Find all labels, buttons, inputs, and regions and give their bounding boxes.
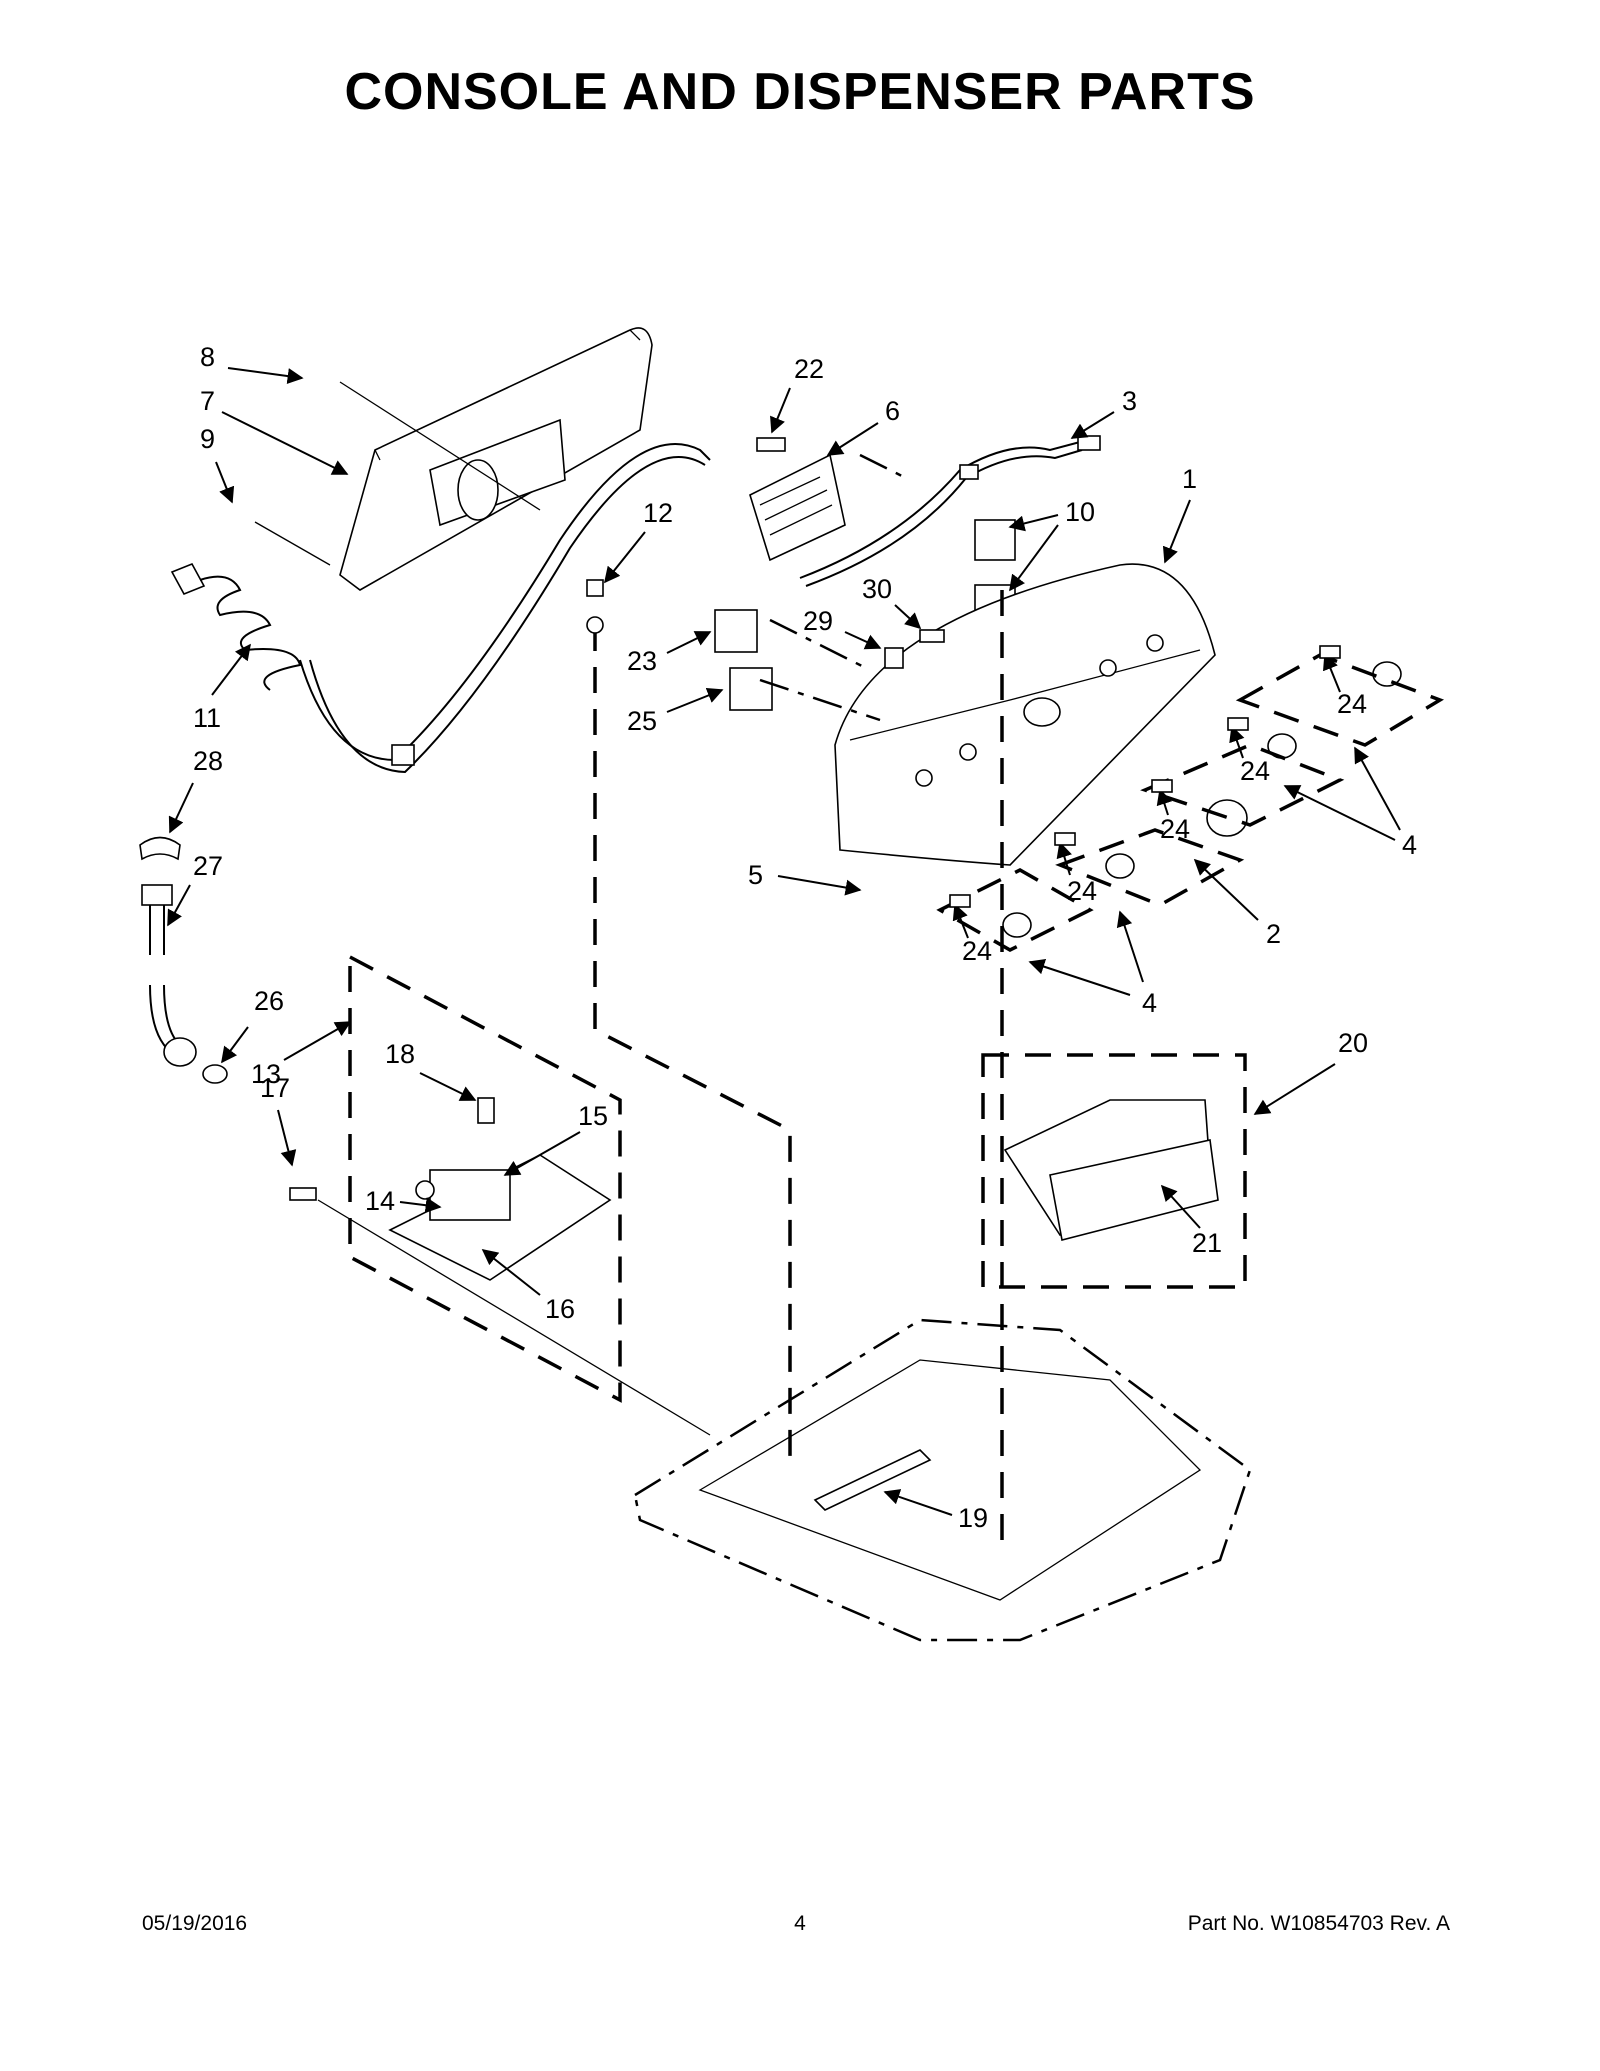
callout-7: 7: [200, 386, 215, 416]
knobs: [1002, 661, 1402, 938]
fill-hose-assembly: [139, 836, 228, 1084]
callout-14: 14: [365, 1186, 395, 1216]
rear-console-panel: [339, 327, 653, 591]
callout-15: 15: [578, 1101, 608, 1131]
callout-8: 8: [200, 342, 215, 372]
console: [834, 563, 1216, 866]
callout-4b: 4: [1142, 988, 1157, 1018]
callout-25: 25: [627, 706, 657, 736]
callout-20: 20: [1338, 1028, 1368, 1058]
callout-24c: 24: [1160, 814, 1190, 844]
footer-part-number: Part No. W10854703 Rev. A: [1187, 1912, 1450, 1935]
callout-3: 3: [1122, 386, 1137, 416]
callout-24e: 24: [962, 936, 992, 966]
callout-24b: 24: [1240, 756, 1270, 786]
control-board: [749, 453, 846, 562]
callout-24d: 24: [1067, 876, 1097, 906]
power-cord: [170, 443, 711, 774]
callout-22: 22: [794, 354, 824, 384]
footer-date: 05/19/2016: [142, 1912, 248, 1935]
callout-4a: 4: [1402, 830, 1417, 860]
callout-16: 16: [545, 1294, 575, 1324]
callout-2: 2: [1266, 919, 1281, 949]
callout-6: 6: [885, 396, 900, 426]
page-title: CONSOLE AND DISPENSER PARTS: [344, 63, 1256, 121]
footer-page-number: 4: [794, 1912, 806, 1935]
callout-19: 19: [958, 1503, 988, 1533]
water-valve-assembly: [348, 954, 622, 1403]
callout-10: 10: [1065, 497, 1095, 527]
callout-12: 12: [643, 498, 673, 528]
callout-5: 5: [748, 860, 763, 890]
callout-29: 29: [803, 606, 833, 636]
callout-13: 13: [251, 1059, 281, 1089]
callout-17: 17: [260, 1073, 290, 1103]
callout-28: 28: [193, 746, 223, 776]
callout-9: 9: [200, 424, 215, 454]
top-cover: [633, 1318, 1252, 1642]
callout-1: 1: [1182, 464, 1197, 494]
assembly-dashed-leaders: [593, 453, 1004, 1550]
knob-kit-outlines: [936, 653, 1445, 952]
callout-27: 27: [193, 851, 223, 881]
wire-harness: [799, 435, 1101, 587]
dispenser-assembly: [981, 1053, 1247, 1289]
callout-26: 26: [254, 986, 284, 1016]
callout-11: 11: [193, 703, 221, 733]
callout-30: 30: [862, 574, 892, 604]
callout-23: 23: [627, 646, 657, 676]
callout-18: 18: [385, 1039, 415, 1069]
callout-24a: 24: [1337, 689, 1367, 719]
callout-labels: 1 2 3 4 4 5 6 7 8 9 10 11 12 13: [167, 342, 1417, 1533]
callout-21: 21: [1192, 1228, 1222, 1258]
